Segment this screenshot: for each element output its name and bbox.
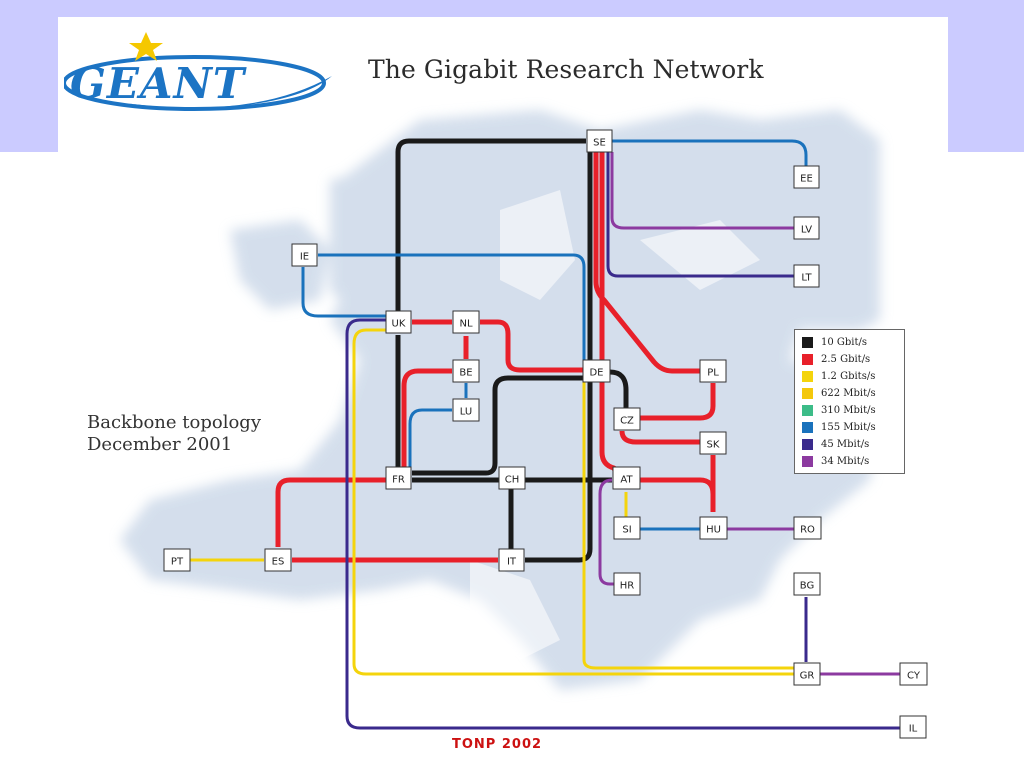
legend-label: 310 Mbit/s [821,405,876,416]
node-bg: BG [793,572,821,596]
links-155mbit [301,139,808,531]
node-label-ch: CH [505,475,520,486]
legend-item: 2.5 Gbit/s [802,351,904,368]
topology-caption: Backbone topology December 2001 [87,412,307,456]
node-label-hr: HR [620,581,635,592]
node-cz: CZ [613,407,641,431]
legend-label: 34 Mbit/s [821,456,870,467]
page-title: The Gigabit Research Network [368,55,764,84]
node-nl: NL [452,310,480,334]
legend-item: 310 Mbit/s [802,402,904,419]
node-label-cy: CY [907,671,921,682]
node-at: AT [612,466,641,490]
legend-item: 45 Mbit/s [802,436,904,453]
legend-label: 1.2 Gbits/s [821,371,876,382]
node-label-bg: BG [800,581,814,592]
footer-text: TONP 2002 [452,737,543,752]
legend-item: 34 Mbit/s [802,453,904,470]
node-label-at: AT [620,475,633,486]
node-ie: IE [291,243,318,267]
svg-text:GEANT: GEANT [70,59,247,108]
node-lu: LU [452,398,480,422]
node-label-pt: PT [171,557,184,568]
node-hr: HR [613,572,641,596]
legend-label: 2.5 Gbit/s [821,354,871,365]
links-34mbit [598,152,900,676]
node-label-ie: IE [300,252,309,263]
node-de: DE [582,359,611,383]
node-label-de: DE [589,368,603,379]
links-1_2gbit [190,328,794,676]
node-sk: SK [699,431,727,455]
geant-logo: GEANT [64,32,332,111]
node-ee: EE [793,165,820,189]
legend-swatch [802,405,813,416]
node-il: IL [899,715,927,739]
node-label-lv: LV [801,225,812,236]
node-es: ES [264,548,292,572]
node-ro: RO [793,516,822,540]
legend-swatch [802,337,813,348]
legend-swatch [802,456,813,467]
caption-line-1: Backbone topology [87,412,261,433]
node-si: SI [613,516,641,540]
bandwidth-legend: 10 Gbit/s 2.5 Gbit/s 1.2 Gbits/s 622 Mbi… [794,329,905,474]
legend-item: 155 Mbit/s [802,419,904,436]
node-label-il: IL [909,724,918,735]
legend-label: 622 Mbit/s [821,388,876,399]
node-lt: LT [793,264,820,288]
links-45mbit [345,152,900,730]
node-label-cz: CZ [620,416,634,427]
legend-item: 622 Mbit/s [802,385,904,402]
node-pt: PT [163,548,191,572]
node-label-fr: FR [392,475,405,486]
node-label-es: ES [272,557,285,568]
node-label-pl: PL [707,368,719,379]
node-label-uk: UK [392,319,406,330]
node-label-it: IT [507,557,517,568]
node-label-nl: NL [459,319,472,330]
node-label-ee: EE [800,174,813,185]
node-uk: UK [385,310,412,334]
node-label-ro: RO [800,525,815,536]
legend-swatch [802,439,813,450]
node-cy: CY [899,662,928,686]
node-it: IT [498,548,525,572]
node-label-be: BE [459,368,472,379]
legend-label: 10 Gbit/s [821,337,868,348]
legend-swatch [802,422,813,433]
legend-item: 1.2 Gbits/s [802,368,904,385]
node-label-lu: LU [460,407,472,418]
legend-swatch [802,354,813,365]
node-gr: GR [793,662,821,686]
node-label-hu: HU [706,525,721,536]
legend-swatch [802,388,813,399]
legend-label: 45 Mbit/s [821,439,870,450]
node-label-sk: SK [707,440,720,451]
node-fr: FR [385,466,412,490]
legend-item: 10 Gbit/s [802,334,904,351]
links-10gbit [395,138,629,563]
node-ch: CH [498,466,526,490]
node-label-gr: GR [800,671,815,682]
europe-map-sea [470,190,760,660]
node-hu: HU [699,516,728,540]
node-pl: PL [699,359,727,383]
node-lv: LV [793,216,820,240]
node-be: BE [452,359,480,383]
caption-line-2: December 2001 [87,434,233,455]
node-label-si: SI [622,525,631,536]
node-label-se: SE [593,138,606,149]
node-se: SE [586,129,613,153]
node-label-lt: LT [801,273,812,284]
legend-label: 155 Mbit/s [821,422,876,433]
legend-swatch [802,371,813,382]
